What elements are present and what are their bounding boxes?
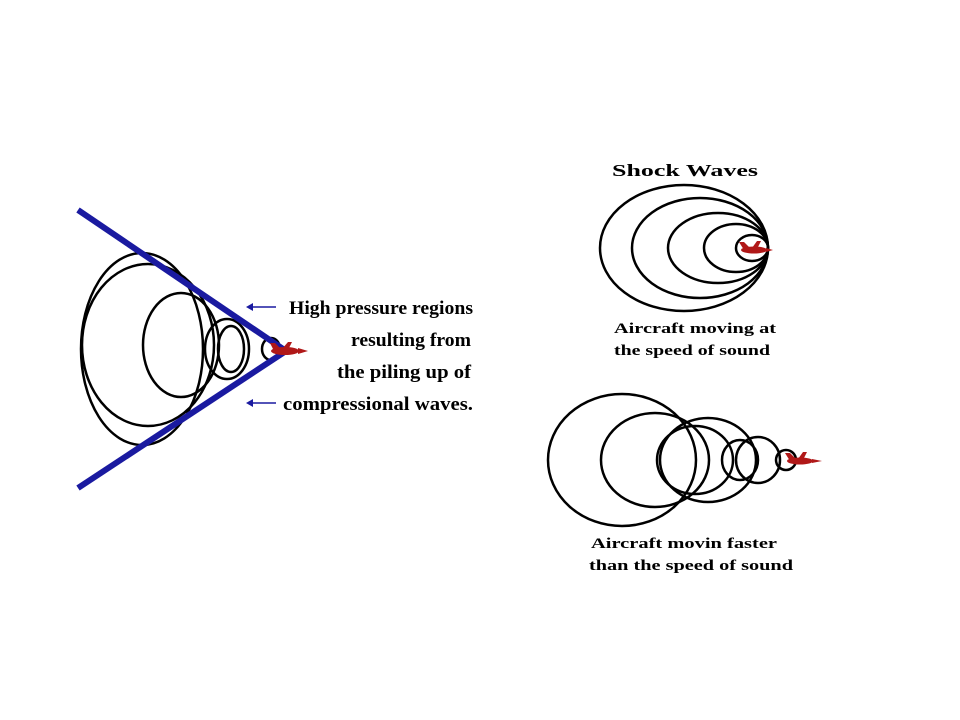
wavefront-circle bbox=[546, 392, 698, 528]
wavefront-circle bbox=[658, 416, 758, 504]
shock-cone-lower bbox=[76, 348, 288, 491]
caption-line-2: than the speed of sound bbox=[589, 558, 794, 574]
wavefront-circle bbox=[599, 411, 711, 509]
caption-line-1: Aircraft movin faster bbox=[591, 536, 777, 552]
wavefront-circle bbox=[734, 435, 782, 485]
wavefront-circle bbox=[80, 262, 216, 428]
diagram-title: Shock Waves bbox=[612, 161, 759, 180]
wavefront-circle bbox=[203, 317, 251, 381]
aircraft-icon bbox=[739, 241, 773, 254]
wavefront-circle bbox=[734, 233, 770, 263]
left-diagram: High pressure regions resulting from the… bbox=[76, 207, 473, 491]
right-bottom-diagram: Aircraft movin faster than the speed of … bbox=[546, 392, 822, 574]
annotation-line-1: High pressure regions bbox=[289, 298, 473, 319]
right-top-diagram: Shock Waves Aircraft moving at the speed… bbox=[598, 161, 776, 359]
wavefront-circle bbox=[141, 291, 221, 399]
shock-cone-upper bbox=[76, 207, 288, 354]
caption-line-2: the speed of sound bbox=[614, 343, 771, 359]
annotation-line-4: compressional waves. bbox=[283, 394, 473, 415]
wavefront-circle bbox=[720, 438, 760, 482]
wavefront-circle bbox=[655, 424, 735, 496]
aircraft-icon bbox=[270, 342, 308, 355]
caption-line-1: Aircraft moving at bbox=[614, 321, 776, 337]
annotation-line-2: resulting from bbox=[351, 330, 471, 351]
annotation-line-3: the piling up of bbox=[337, 362, 472, 383]
aircraft-icon bbox=[785, 452, 822, 465]
wavefront-circle bbox=[216, 324, 246, 374]
arrow-left-icon bbox=[246, 303, 276, 311]
arrow-left-icon bbox=[246, 399, 276, 407]
